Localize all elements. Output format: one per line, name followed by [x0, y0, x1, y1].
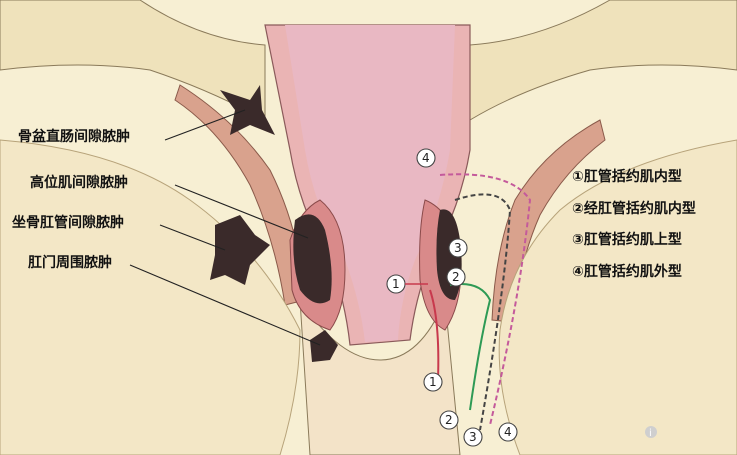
leader-pelvirectal [164, 109, 246, 141]
right-ischio-fat [498, 139, 737, 455]
legend-item-2: ②经肛管括约肌内型 [572, 200, 696, 217]
marker-1-bottom: 1 [429, 375, 437, 389]
marker-2-bottom-circle [439, 410, 459, 430]
marker-1-mid: 1 [392, 277, 400, 291]
marker-3-mid: 3 [454, 241, 462, 255]
marker-3-mid-circle [448, 238, 468, 258]
right-pelvic-wall [469, 0, 737, 121]
marker-1-bottom-circle [423, 372, 443, 392]
legend-item-4: ④肛管括约肌外型 [572, 263, 682, 280]
label-high-intermuscular: 高位肌间隙脓肿 [30, 174, 128, 191]
marker-3-bottom: 3 [469, 430, 477, 444]
rectum-lumen [285, 25, 455, 342]
pelvirectal-abscess [220, 85, 275, 135]
label-pelvirectal: 骨盆直肠间隙脓肿 [18, 128, 130, 145]
marker-2-mid-circle [446, 267, 466, 287]
watermark-badge [645, 426, 657, 438]
marker-2-bottom: 2 [445, 413, 453, 427]
label-perianal: 肛门周围脓肿 [28, 254, 112, 271]
legend-item-1: ①肛管括约肌内型 [572, 168, 682, 185]
leader-ischiorectal [159, 224, 226, 251]
marker-4-bottom-circle [498, 422, 518, 442]
label-ischiorectal: 坐骨肛管间隙脓肿 [12, 214, 124, 231]
marker-3-bottom-circle [463, 427, 483, 447]
leader-perianal [129, 264, 321, 346]
fistula-path-2 [449, 283, 492, 411]
leader-high-intermuscular [174, 184, 309, 239]
marker-4-bottom: 4 [504, 425, 512, 439]
perianal-abscess [310, 330, 338, 362]
marker-4-top-circle [416, 148, 436, 168]
ischiorectal-abscess [210, 215, 270, 285]
high-intermuscular-abscess [293, 214, 332, 304]
watermark-text: i [649, 428, 652, 439]
fistula-path-3 [454, 193, 512, 431]
legend-item-3: ③肛管括约肌上型 [572, 231, 682, 248]
marker-2-mid: 2 [452, 270, 460, 284]
marker-4-top: 4 [422, 151, 430, 165]
fistula-path-1 [429, 289, 440, 381]
left-pelvic-wall [0, 0, 266, 121]
